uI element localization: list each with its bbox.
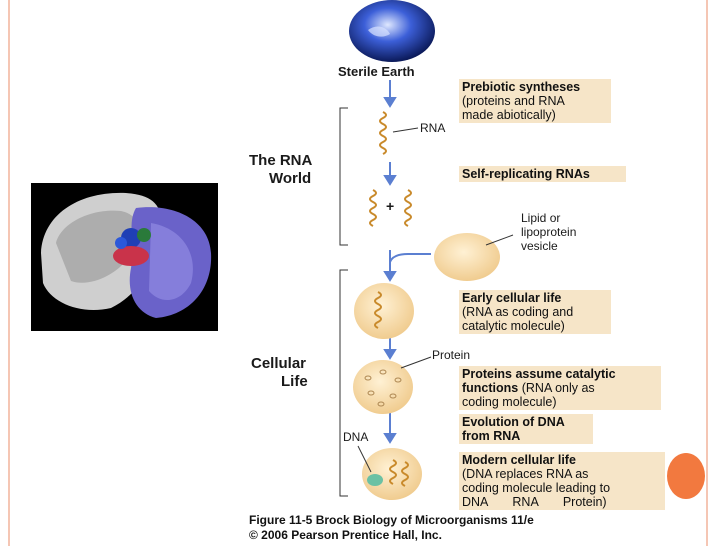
figure-copyright: © 2006 Pearson Prentice Hall, Inc. [249, 528, 442, 542]
self-replicating-title: Self-replicating RNAs [462, 167, 590, 181]
early-sub-2: catalytic molecule) [462, 319, 565, 333]
prebiotic-syntheses-box: Prebiotic syntheses (proteins and RNA ma… [459, 79, 611, 123]
modern-sub-1: (DNA replaces RNA as [462, 467, 589, 481]
vesicle-label-line-1: Lipid or [521, 211, 561, 225]
proteins-sub-2: coding molecule) [462, 395, 557, 409]
ribosome-illustration [41, 192, 212, 318]
vesicle-label-line-3: vesicle [521, 239, 558, 253]
sterile-earth-label: Sterile Earth [338, 64, 415, 79]
prebiotic-title: Prebiotic syntheses [462, 80, 581, 94]
figure-caption: Figure 11-5 Brock Biology of Microorgani… [249, 513, 534, 527]
figure-graphics [339, 0, 563, 507]
ribosome-image [31, 183, 218, 331]
early-sub-1: (RNA as coding and [462, 305, 574, 319]
rna-world-figure: Sterile Earth The RNA World Cellular Lif… [243, 0, 666, 546]
proteins-title-1: Proteins assume catalytic [462, 367, 616, 381]
early-title: Early cellular life [462, 291, 562, 305]
modern-dna: DNA [462, 495, 489, 509]
cellular-life-label-2: Life [281, 373, 308, 390]
proteins-title-2: functions [462, 381, 519, 395]
modern-protein: Protein) [562, 495, 607, 509]
self-replicating-box: Self-replicating RNAs [459, 166, 626, 182]
evolution-line-2: from RNA [462, 429, 521, 443]
prebiotic-sub-1: (proteins and RNA [462, 94, 565, 108]
vesicle-label-line-2: lipoprotein [521, 225, 577, 239]
evolution-line-1: Evolution of DNA [462, 415, 565, 429]
dna-label: DNA [343, 430, 369, 444]
proteins-sub-1: (RNA only as [521, 381, 595, 395]
modern-rna: RNA [512, 495, 539, 509]
rna-world-label-1: The RNA [249, 152, 313, 169]
vesicle-label: Lipid or lipoprotein vesicle [521, 211, 576, 253]
rna-world-label-2: World [269, 170, 312, 187]
plus-sign: + [386, 198, 395, 214]
modern-title: Modern cellular life [462, 453, 576, 467]
decorative-circle [667, 453, 705, 499]
prebiotic-sub-2: made abiotically) [462, 108, 556, 122]
slide-frame [8, 0, 708, 546]
protein-label: Protein [432, 348, 471, 362]
modern-cellular-box: Modern cellular life (DNA replaces RNA a… [459, 452, 665, 510]
rna-label: RNA [420, 121, 446, 135]
cellular-life-label-1: Cellular [251, 355, 307, 372]
proteins-catalytic-box: Proteins assume catalytic functions (RNA… [459, 366, 661, 410]
early-cellular-box: Early cellular life (RNA as coding and c… [459, 290, 611, 334]
modern-sub-2: coding molecule leading to [462, 481, 611, 495]
evolution-dna-box: Evolution of DNA from RNA [459, 414, 593, 444]
